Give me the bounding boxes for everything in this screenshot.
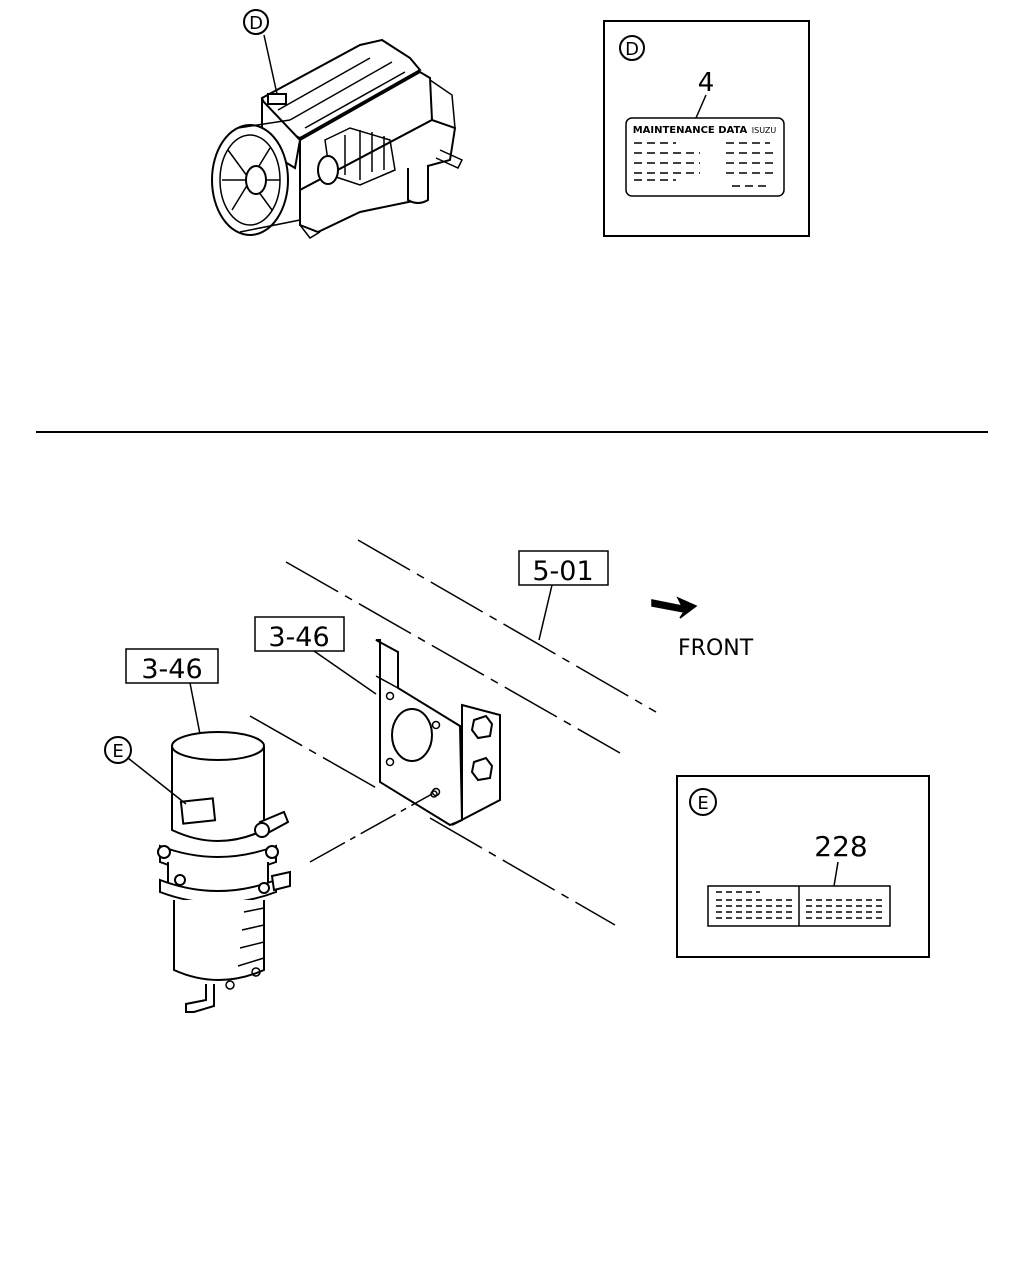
mounting-bracket — [375, 639, 501, 827]
ref-frame-text: 5-01 — [532, 556, 593, 587]
detail-d-part-number: 4 — [698, 68, 715, 98]
front-direction-arrow: FRONT — [651, 596, 754, 661]
ref-box-frame: 5-01 — [518, 550, 609, 641]
front-label: FRONT — [678, 636, 754, 661]
fuel-filter — [157, 731, 291, 1013]
filter-label-sticker — [707, 885, 891, 927]
detail-e-part-number: 228 — [814, 830, 867, 863]
detail-e-callout: E — [697, 793, 708, 814]
filter-callout-text: E — [112, 741, 123, 762]
ref-bracket-text: 3-46 — [268, 622, 329, 653]
label-title: MAINTENANCE DATA — [633, 125, 748, 136]
engine-illustration — [211, 34, 464, 239]
filter-callout-e: E — [104, 736, 187, 805]
detail-d-callout: D — [625, 39, 639, 60]
ref-box-bracket: 3-46 — [254, 616, 377, 695]
maintenance-data-label: MAINTENANCE DATA ISUZU — [625, 117, 785, 197]
ref-filter-text: 3-46 — [141, 654, 202, 685]
detail-box-e: E 228 — [676, 775, 930, 958]
detail-box-d: D 4 MAINTENANCE DATA ISUZU — [603, 20, 810, 237]
engine-callout-d: D — [243, 9, 269, 35]
engine-callout-text: D — [249, 13, 263, 34]
label-brand: ISUZU — [752, 126, 777, 135]
frame-rail-lines — [249, 539, 657, 926]
ref-box-filter: 3-46 — [125, 648, 219, 735]
